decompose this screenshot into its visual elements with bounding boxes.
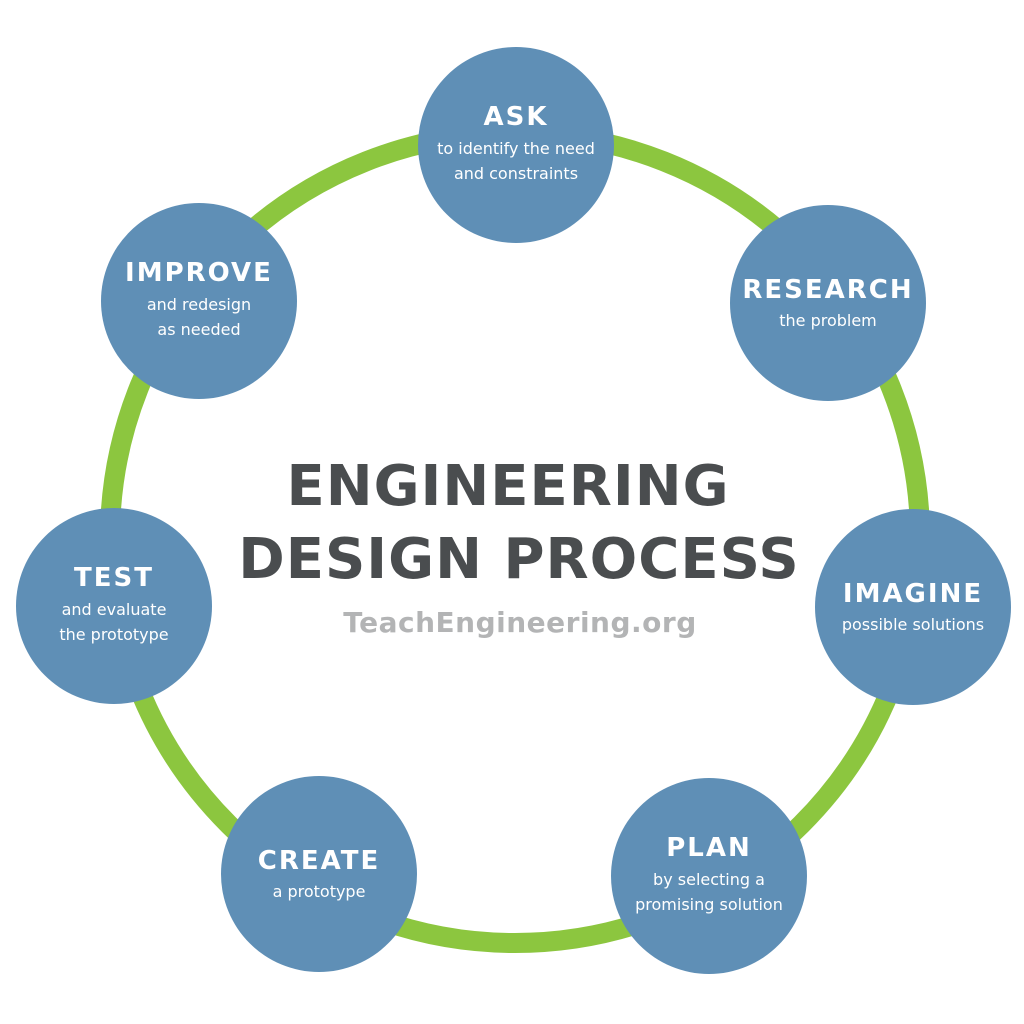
step-improve[interactable]: IMPROVE and redesign as needed [101, 203, 297, 399]
step-title: IMAGINE [842, 579, 984, 609]
step-research[interactable]: RESEARCH the problem [730, 205, 926, 401]
step-subtitle-line-2: and constraints [453, 164, 579, 183]
website-label: TeachEngineering.org [343, 606, 697, 639]
step-subtitle: to identify the need and constraints [408, 136, 624, 186]
step-subtitle-line-1: the problem [779, 311, 877, 330]
step-subtitle-line-1: to identify the need [437, 139, 595, 158]
step-subtitle: possible solutions [805, 612, 1021, 637]
step-title: RESEARCH [742, 275, 914, 305]
step-subtitle-line-1: possible solutions [841, 615, 985, 634]
step-subtitle: and redesign as needed [91, 292, 307, 342]
step-title: PLAN [666, 833, 752, 863]
step-subtitle: a prototype [211, 879, 427, 904]
step-create[interactable]: CREATE a prototype [221, 776, 417, 972]
step-subtitle-line-2: promising solution [635, 895, 783, 914]
step-title: ASK [483, 102, 549, 132]
step-subtitle-line-2: as needed [157, 320, 241, 339]
step-title: IMPROVE [125, 258, 273, 288]
step-subtitle-line-1: by selecting a [653, 870, 765, 889]
step-subtitle-line-2: the prototype [59, 625, 169, 644]
step-test[interactable]: TEST and evaluate the prototype [16, 508, 212, 704]
step-title: TEST [74, 563, 154, 593]
step-title: CREATE [257, 846, 381, 876]
diagram-title-line-1: ENGINEERING [286, 454, 730, 519]
step-subtitle: by selecting a promising solution [601, 867, 817, 917]
diagram-title-line-2: DESIGN PROCESS [238, 527, 800, 592]
step-subtitle: the problem [720, 308, 936, 333]
step-plan[interactable]: PLAN by selecting a promising solution [611, 778, 807, 974]
step-subtitle: and evaluate the prototype [6, 597, 222, 647]
step-subtitle-line-1: a prototype [272, 882, 366, 901]
step-subtitle-line-1: and evaluate [61, 600, 167, 619]
step-subtitle-line-1: and redesign [146, 295, 252, 314]
step-ask[interactable]: ASK to identify the need and constraints [418, 47, 614, 243]
step-imagine[interactable]: IMAGINE possible solutions [815, 509, 1011, 705]
